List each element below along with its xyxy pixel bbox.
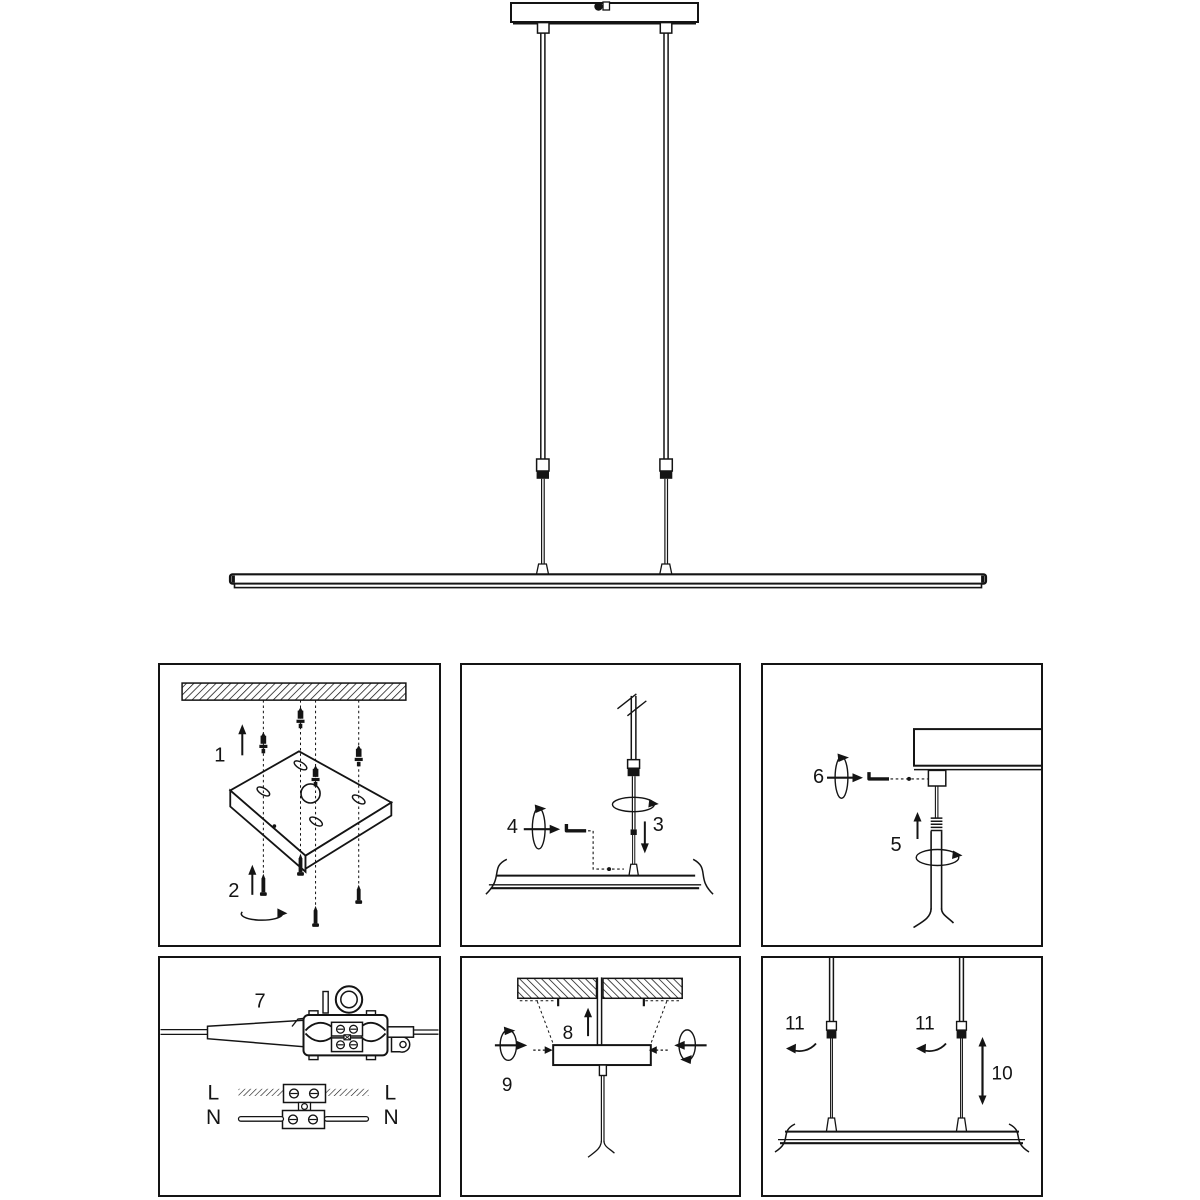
- cable-right: [386, 1026, 439, 1053]
- break-mark-icon: [940, 908, 955, 924]
- panel-height-adjust: 11 11 10: [761, 956, 1043, 1197]
- light-bar: [228, 573, 988, 589]
- allen-key-icon: [564, 824, 587, 833]
- break-mark-icon: [913, 908, 932, 929]
- thread-icon: [930, 817, 943, 832]
- pin: [322, 990, 329, 1014]
- suspension-rod-left: [535, 21, 550, 576]
- step9-annotation: 9: [494, 1026, 707, 1096]
- terminal-screw-icon: [335, 1024, 359, 1050]
- live-label-left: L: [208, 1082, 220, 1105]
- rotate-arrow-icon: [240, 911, 284, 921]
- neutral-wire: [323, 1115, 370, 1122]
- alignment-guides: [519, 1000, 681, 1046]
- panel-rod-to-bar: 3 4: [460, 663, 741, 947]
- mounting-screw: [259, 853, 363, 927]
- step3-annotation: 3: [640, 814, 664, 854]
- step11-annotation-right: 11: [915, 1014, 947, 1054]
- cable-lock-icon: [594, 2, 603, 11]
- allen-key-icon: [867, 772, 889, 781]
- step8-annotation: 8: [563, 1007, 593, 1044]
- suspension-rod-right: [658, 21, 674, 576]
- rod-right: [955, 958, 968, 1133]
- ceiling-hatch: [517, 977, 598, 1000]
- step10-annotation: 10: [978, 1037, 1013, 1105]
- light-bar-section: [485, 858, 714, 895]
- grub-screw-dot: [607, 867, 612, 872]
- step-number-2: 2: [228, 880, 239, 902]
- step-number-10: 10: [992, 1064, 1013, 1085]
- panel-cable-to-canopy: 5 6: [761, 663, 1043, 947]
- canopy-section: [913, 728, 1041, 787]
- connector-block: [291, 1010, 389, 1061]
- ceiling-hatch: [602, 977, 683, 1000]
- canopy: [552, 1044, 652, 1067]
- break-mark-icon: [1008, 1123, 1030, 1153]
- step4-annotation: 4: [507, 804, 624, 872]
- rod-adjuster-left: [535, 458, 550, 472]
- break-mark-icon: [617, 693, 647, 717]
- cable-gripper: [927, 769, 947, 787]
- step-number-1: 1: [214, 744, 225, 766]
- neutral-wire: [237, 1115, 285, 1122]
- break-mark-icon: [603, 1140, 615, 1154]
- rod-below-canopy: [587, 1064, 615, 1158]
- ceiling-hatch: [181, 682, 407, 701]
- panel-mounting-plate: 1 2: [158, 663, 441, 947]
- rod-adjuster: [955, 1020, 968, 1031]
- step-number-8: 8: [563, 1023, 574, 1044]
- wiring-schematic: L L N N: [206, 1082, 399, 1130]
- suspension-rod: [617, 693, 647, 877]
- rod-adjuster: [825, 1020, 838, 1031]
- panel-wiring: 7: [158, 956, 441, 1197]
- alignment-guides: [262, 700, 360, 906]
- step6-annotation: 6: [813, 753, 928, 799]
- cable: [913, 786, 955, 929]
- lamp-overview-drawing: [228, 1, 988, 589]
- step-number-7: 7: [255, 991, 266, 1013]
- break-mark-icon: [692, 858, 714, 895]
- live-wire: [238, 1088, 284, 1096]
- break-mark-icon: [774, 1123, 796, 1153]
- ceiling-canopy: [510, 1, 699, 25]
- rod-left: [825, 958, 838, 1133]
- rotate-rod-icon: [611, 796, 659, 813]
- neutral-label-left: N: [206, 1106, 221, 1129]
- break-mark-icon: [587, 1140, 603, 1158]
- live-wire: [325, 1088, 369, 1096]
- grub-screw-dot: [907, 776, 911, 781]
- strain-relief-ring: [322, 985, 364, 1014]
- live-label-right: L: [385, 1082, 397, 1105]
- light-bar-section: [774, 1123, 1030, 1153]
- step1-annotation: 1: [214, 724, 247, 766]
- panel-canopy-to-ceiling: 8 9: [460, 956, 741, 1197]
- neutral-label-right: N: [384, 1106, 399, 1129]
- break-mark-icon: [485, 858, 508, 895]
- step5-annotation: 5: [891, 812, 963, 867]
- rotate-cable-icon: [915, 848, 960, 867]
- step2-annotation: 2: [228, 864, 288, 921]
- step-number-3: 3: [653, 814, 664, 836]
- step-number-5: 5: [891, 834, 902, 856]
- step-number-6: 6: [813, 766, 824, 788]
- step11-annotation-left: 11: [785, 1014, 817, 1054]
- rod-adjuster-right: [659, 458, 674, 472]
- step-number-4: 4: [507, 816, 518, 838]
- step-number-9: 9: [502, 1075, 513, 1096]
- step-number-11: 11: [915, 1014, 935, 1035]
- rod-adjuster: [626, 758, 641, 769]
- cable-left: [160, 1019, 305, 1048]
- wall-plug: [259, 707, 363, 787]
- mounting-plate: [228, 750, 394, 874]
- step-number-11: 11: [785, 1014, 805, 1035]
